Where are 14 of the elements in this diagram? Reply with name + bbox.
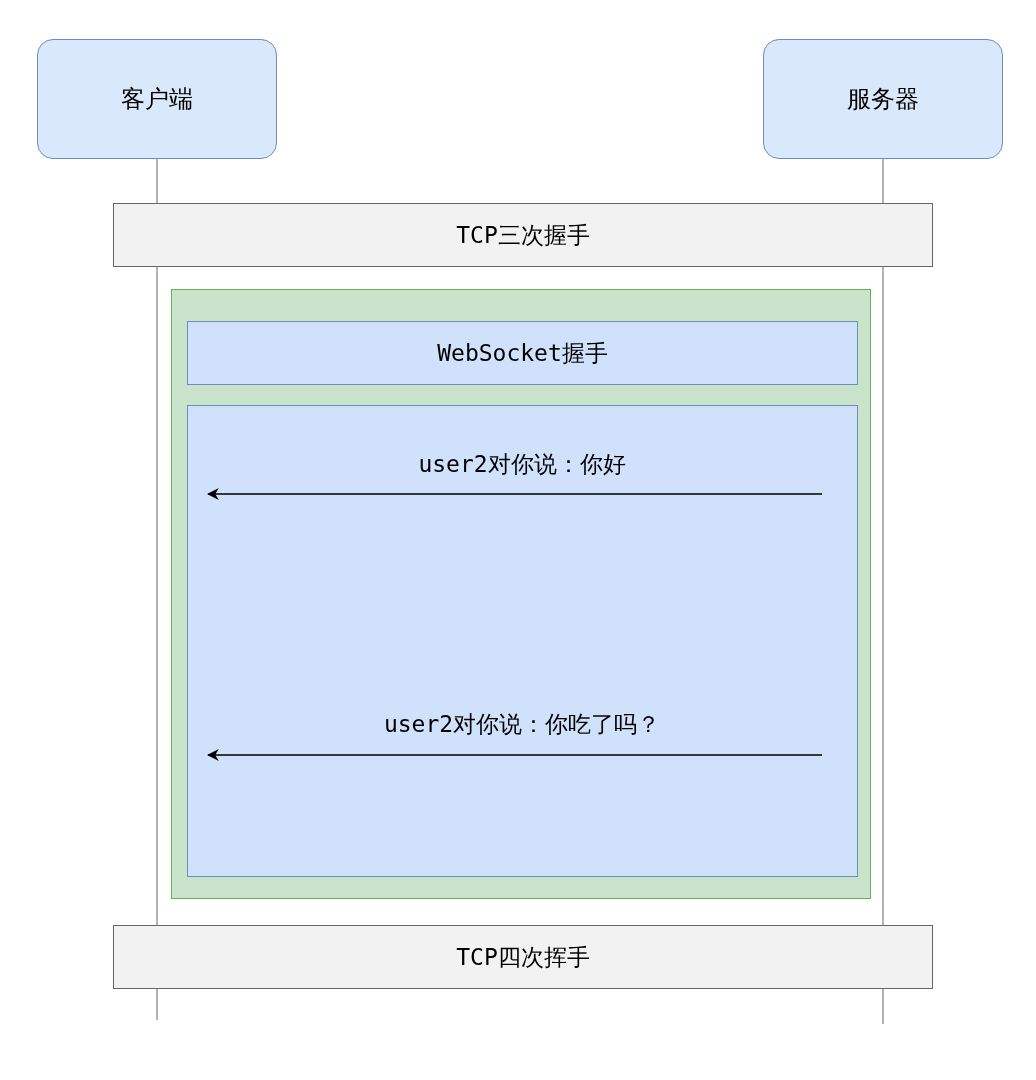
connection-frame bbox=[171, 289, 871, 899]
phase-bar bbox=[113, 925, 933, 989]
phase-bar bbox=[187, 321, 858, 385]
phase-label: TCP三次握手 bbox=[456, 220, 590, 250]
phase-label: WebSocket握手 bbox=[437, 338, 608, 368]
participant-box bbox=[763, 39, 1003, 159]
message-label: user2对你说：你吃了吗？ bbox=[383, 710, 661, 739]
participant-label: 服务器 bbox=[847, 84, 919, 115]
message-label: user2对你说：你好 bbox=[418, 450, 626, 479]
message-frame bbox=[187, 405, 858, 877]
phase-bar bbox=[113, 203, 933, 267]
phase-label: TCP四次挥手 bbox=[456, 942, 590, 972]
participant-box bbox=[37, 39, 277, 159]
participant-label: 客户端 bbox=[121, 84, 193, 115]
